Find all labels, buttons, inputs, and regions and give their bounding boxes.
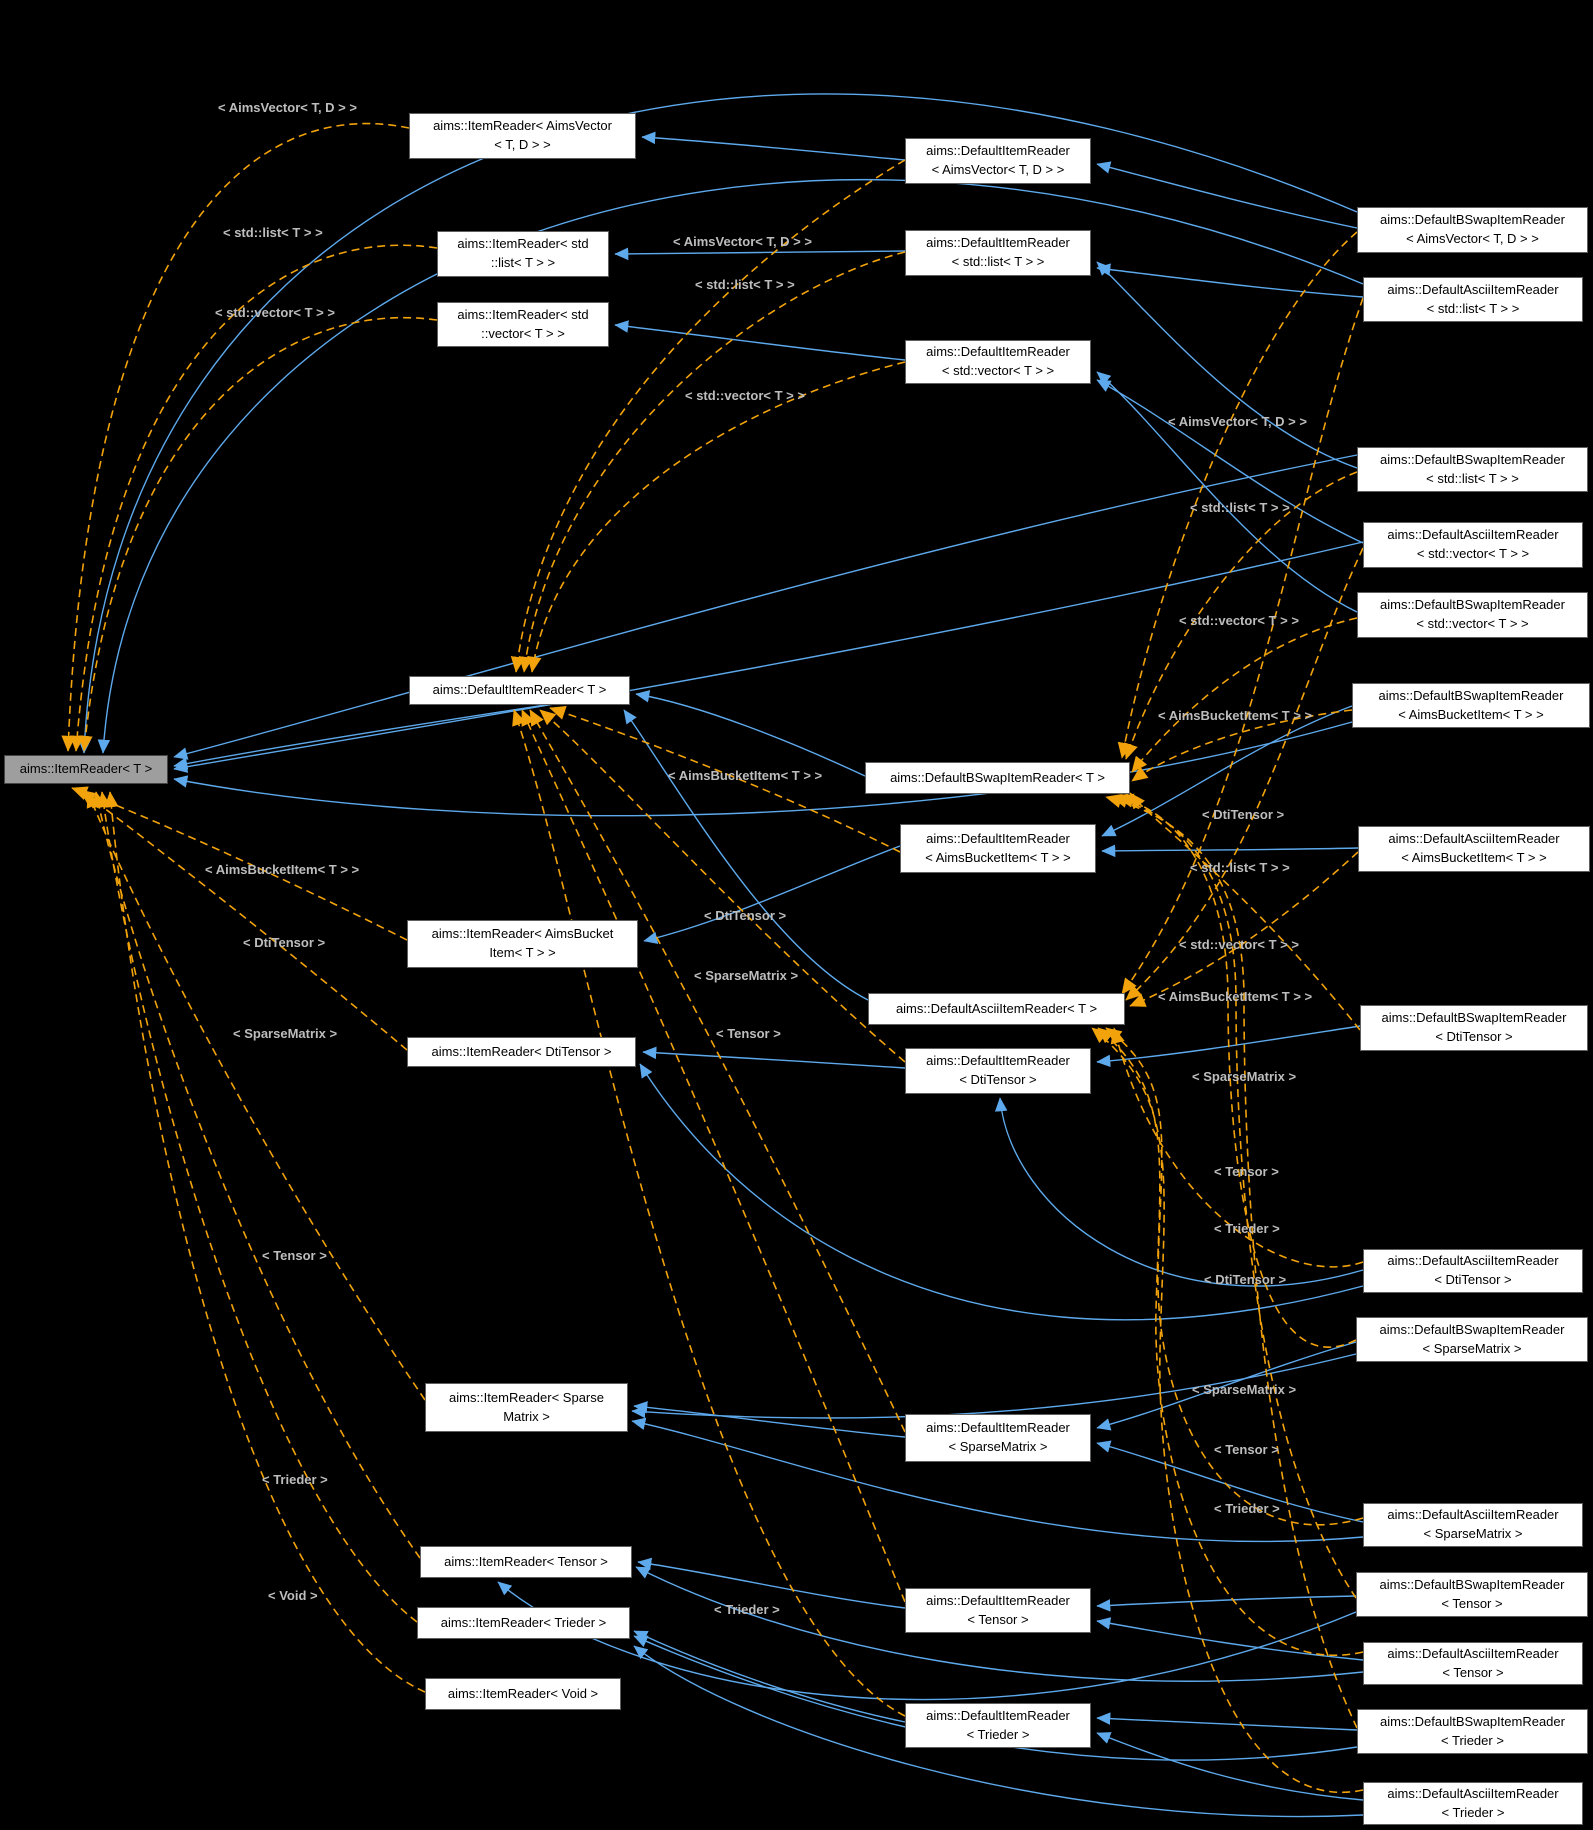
class-node-defaultitemreader-aimsbucketitem[interactable]: aims::DefaultItemReader < AimsBucketItem… (900, 824, 1096, 873)
edge-label: < std::vector< T > > (1179, 613, 1299, 628)
class-node-defaultbswapitemreader-sparsematrix[interactable]: aims::DefaultBSwapItemReader < SparseMat… (1356, 1317, 1588, 1362)
class-node-itemreader-tensor[interactable]: aims::ItemReader< Tensor > (420, 1546, 632, 1578)
edge-label: < std::list< T > > (1190, 860, 1290, 875)
edge-label: < std::list< T > > (1190, 500, 1290, 515)
edge-label: < Trieder > (1214, 1501, 1280, 1516)
class-node-defaultbswapitemreader-aimsvector[interactable]: aims::DefaultBSwapItemReader < AimsVecto… (1357, 207, 1588, 253)
edge-label: < AimsBucketItem< T > > (1158, 708, 1313, 723)
class-node-defaultasciiitemreader-tensor[interactable]: aims::DefaultAsciiItemReader < Tensor > (1363, 1642, 1583, 1685)
class-node-defaultasciiitemreader-t[interactable]: aims::DefaultAsciiItemReader< T > (868, 993, 1125, 1025)
inheritance-edges (78, 93, 1364, 1818)
edge-label: < AimsVector< T, D > > (1168, 414, 1307, 429)
edge-label: < DtiTensor > (1204, 1272, 1287, 1287)
class-node-defaultbswapitemreader-aimsbucketitem[interactable]: aims::DefaultBSwapItemReader < AimsBucke… (1352, 683, 1590, 728)
class-node-itemreader-trieder[interactable]: aims::ItemReader< Trieder > (417, 1607, 630, 1639)
edge-label: < Tensor > (716, 1026, 781, 1041)
edge-label: < Void > (268, 1588, 318, 1603)
class-node-defaultitemreader-stdvector[interactable]: aims::DefaultItemReader < std::vector< T… (905, 340, 1091, 384)
edge-label: < Trieder > (1214, 1221, 1280, 1236)
edge-label: < SparseMatrix > (694, 968, 799, 983)
class-node-itemreader-aimsvector[interactable]: aims::ItemReader< AimsVector < T, D > > (409, 113, 636, 159)
edge-label: < SparseMatrix > (1192, 1382, 1297, 1397)
class-node-defaultitemreader-dtitensor[interactable]: aims::DefaultItemReader < DtiTensor > (905, 1048, 1091, 1094)
class-node-defaultbswapitemreader-tensor[interactable]: aims::DefaultBSwapItemReader < Tensor > (1356, 1572, 1588, 1617)
class-node-defaultasciiitemreader-aimsbucketitem[interactable]: aims::DefaultAsciiItemReader < AimsBucke… (1358, 826, 1590, 872)
edge-label: < AimsBucketItem< T > > (1158, 989, 1313, 1004)
class-node-defaultasciiitemreader-stdlist[interactable]: aims::DefaultAsciiItemReader < std::list… (1363, 277, 1583, 322)
edge-label: < std::list< T > > (695, 277, 795, 292)
edge-label: < AimsVector< T, D > > (218, 100, 357, 115)
edge-label: < SparseMatrix > (233, 1026, 338, 1041)
class-node-defaultbswapitemreader-stdvector[interactable]: aims::DefaultBSwapItemReader < std::vect… (1357, 592, 1588, 638)
edge-label: < Tensor > (262, 1248, 327, 1263)
class-node-defaultitemreader-trieder[interactable]: aims::DefaultItemReader < Trieder > (905, 1703, 1091, 1748)
class-node-defaultitemreader-tensor[interactable]: aims::DefaultItemReader < Tensor > (905, 1588, 1091, 1633)
class-node-defaultitemreader-t[interactable]: aims::DefaultItemReader< T > (409, 676, 630, 705)
class-node-defaultitemreader-stdlist[interactable]: aims::DefaultItemReader < std::list< T >… (905, 230, 1091, 276)
edge-label: < AimsBucketItem< T > > (668, 768, 823, 783)
class-node-defaultasciiitemreader-trieder[interactable]: aims::DefaultAsciiItemReader < Trieder > (1363, 1782, 1583, 1825)
edge-label: < DtiTensor > (243, 935, 326, 950)
class-node-defaultbswapitemreader-dtitensor[interactable]: aims::DefaultBSwapItemReader < DtiTensor… (1360, 1005, 1588, 1051)
edge-label: < AimsBucketItem< T > > (205, 862, 360, 877)
class-node-itemreader-stdvector[interactable]: aims::ItemReader< std ::vector< T > > (437, 302, 609, 347)
edge-label: < AimsVector< T, D > > (673, 234, 812, 249)
class-node-defaultasciiitemreader-dtitensor[interactable]: aims::DefaultAsciiItemReader < DtiTensor… (1363, 1249, 1583, 1293)
edge-label: < std::vector< T > > (685, 388, 805, 403)
edge-label: < SparseMatrix > (1192, 1069, 1297, 1084)
edge-label: < DtiTensor > (1202, 807, 1285, 822)
edge-label: < Trieder > (714, 1602, 780, 1617)
edge-label: < Trieder > (262, 1472, 328, 1487)
template-edges (61, 122, 1364, 1794)
class-node-defaultasciiitemreader-sparsematrix[interactable]: aims::DefaultAsciiItemReader < SparseMat… (1363, 1503, 1583, 1547)
edge-label: < std::vector< T > > (215, 305, 335, 320)
class-node-itemreader-sparsematrix[interactable]: aims::ItemReader< Sparse Matrix > (425, 1383, 628, 1432)
class-node-defaultbswapitemreader-stdlist[interactable]: aims::DefaultBSwapItemReader < std::list… (1357, 447, 1588, 492)
edge-label: < std::vector< T > > (1179, 937, 1299, 952)
class-node-defaultbswapitemreader-t[interactable]: aims::DefaultBSwapItemReader< T > (865, 762, 1130, 794)
class-node-itemreader-aimsbucketitem[interactable]: aims::ItemReader< AimsBucket Item< T > > (407, 920, 638, 968)
edge-label: < Tensor > (1214, 1164, 1279, 1179)
edge-label: < DtiTensor > (704, 908, 787, 923)
class-node-defaultbswapitemreader-trieder[interactable]: aims::DefaultBSwapItemReader < Trieder > (1357, 1709, 1588, 1754)
class-node-itemreader-void[interactable]: aims::ItemReader< Void > (425, 1678, 621, 1710)
class-node-defaultasciiitemreader-stdvector[interactable]: aims::DefaultAsciiItemReader < std::vect… (1363, 522, 1583, 568)
class-node-itemreader-dtitensor[interactable]: aims::ItemReader< DtiTensor > (407, 1037, 636, 1067)
edge-label: < std::list< T > > (223, 225, 323, 240)
class-node-itemreader-stdlist[interactable]: aims::ItemReader< std ::list< T > > (437, 231, 609, 277)
class-node-itemreader-t[interactable]: aims::ItemReader< T > (4, 755, 168, 784)
class-node-defaultitemreader-aimsvector[interactable]: aims::DefaultItemReader < AimsVector< T,… (905, 138, 1091, 184)
edge-label: < Tensor > (1214, 1442, 1279, 1457)
class-node-defaultitemreader-sparsematrix[interactable]: aims::DefaultItemReader < SparseMatrix > (905, 1414, 1091, 1462)
